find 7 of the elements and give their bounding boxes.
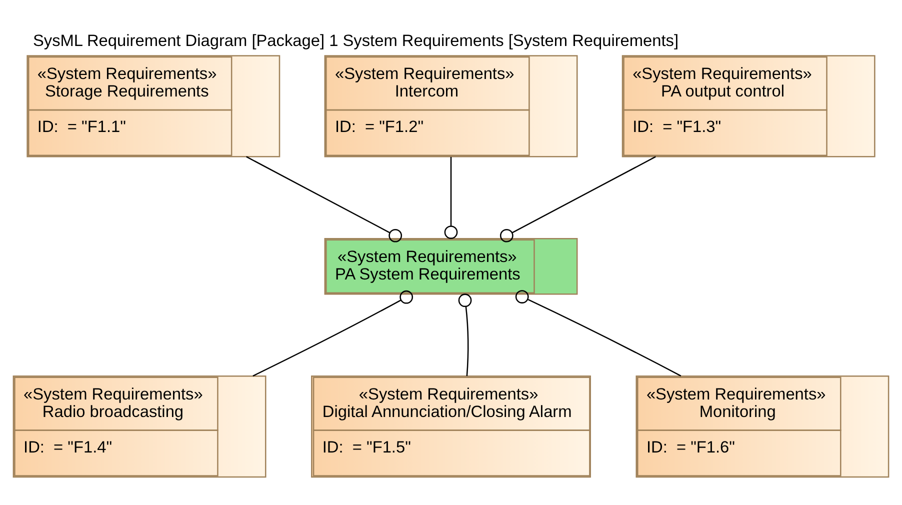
connector (515, 290, 682, 376)
connector (444, 156, 458, 239)
connector (500, 156, 656, 242)
connector (252, 290, 414, 376)
diagram-title: SysML Requirement Diagram [Package] 1 System Requirements [System Requirements] (33, 32, 679, 50)
connector (458, 294, 472, 376)
connector (246, 156, 402, 242)
